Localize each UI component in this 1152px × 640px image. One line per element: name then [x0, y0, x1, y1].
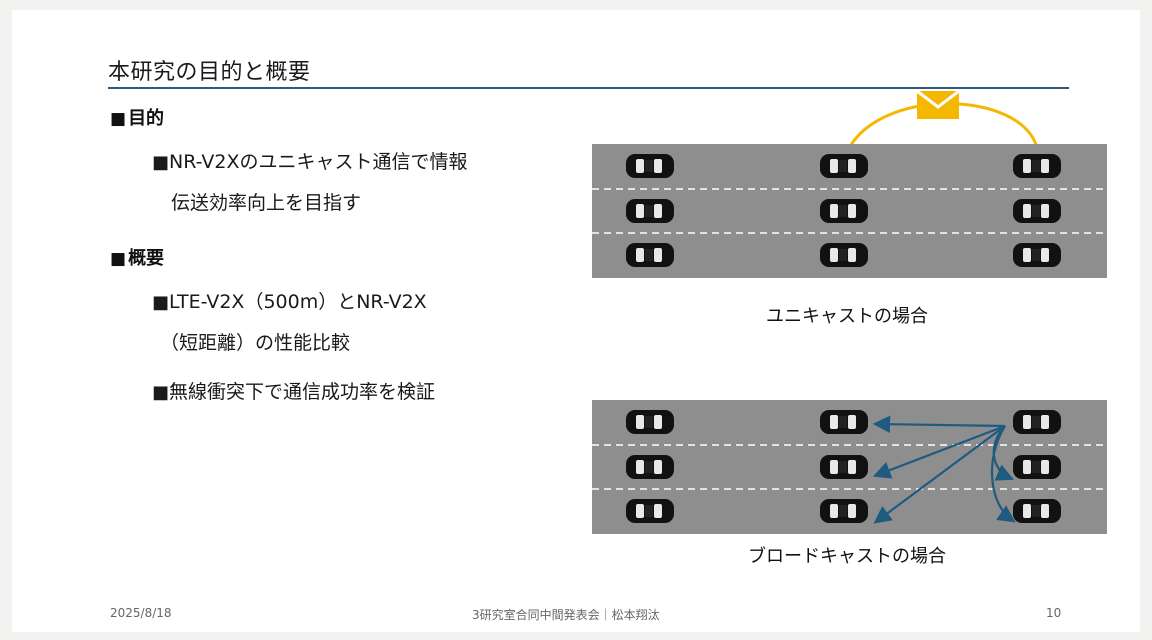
- bullet-comparison: ■LTE-V2X（500m）とNR-V2X （短距離）の性能比較: [152, 282, 427, 363]
- car-icon: [1013, 499, 1061, 523]
- bullet-square-icon: ■: [152, 152, 170, 173]
- heading-square-icon: ■: [110, 109, 127, 129]
- footer-presentation: 3研究室合同中間発表会｜松本翔汰: [472, 608, 660, 622]
- slide-title: 本研究の目的と概要: [108, 60, 311, 85]
- broadcast-arrow: [990, 425, 1016, 523]
- car-icon: [1013, 243, 1061, 267]
- bullet-line-2: 伝送効率向上を目指す: [171, 192, 362, 214]
- car-icon: [626, 154, 674, 178]
- car-icon: [820, 199, 868, 223]
- car-icon: [820, 243, 868, 267]
- footer-page-number: 10: [1046, 606, 1062, 620]
- unicast-figure: [592, 90, 1107, 278]
- title-underline: [108, 87, 1069, 89]
- car-icon: [626, 410, 674, 434]
- footer-date: 2025/8/18: [110, 606, 172, 620]
- heading-text: 概要: [128, 248, 165, 269]
- heading-text: 目的: [128, 108, 165, 129]
- bullet-line-1: 無線衝突下で通信成功率を検証: [169, 381, 436, 403]
- bullet-line-1: NR-V2Xのユニキャスト通信で情報: [169, 151, 468, 173]
- heading-square-icon: ■: [110, 249, 127, 269]
- car-icon: [1013, 199, 1061, 223]
- bullet-square-icon: ■: [152, 382, 170, 403]
- car-icon: [1013, 154, 1061, 178]
- car-icon: [626, 199, 674, 223]
- broadcast-arrow: [872, 424, 1006, 479]
- envelope-icon: [916, 90, 960, 119]
- car-icon: [820, 455, 868, 479]
- car-icon: [626, 455, 674, 479]
- broadcast-figure: [592, 400, 1107, 534]
- bullet-verification: ■無線衝突下で通信成功率を検証: [152, 372, 435, 413]
- bullet-line-2: （短距離）の性能比較: [160, 332, 351, 354]
- section-heading-overview: ■概要: [110, 244, 164, 270]
- car-icon: [626, 499, 674, 523]
- car-icon: [626, 243, 674, 267]
- bullet-square-icon: ■: [152, 292, 170, 313]
- car-icon: [1013, 410, 1061, 434]
- section-heading-purpose: ■目的: [110, 104, 164, 130]
- car-icon: [1013, 455, 1061, 479]
- unicast-caption: ユニキャストの場合: [766, 306, 928, 327]
- car-icon: [820, 154, 868, 178]
- slide: 本研究の目的と概要 ■目的 ■NR-V2Xのユニキャスト通信で情報 伝送効率向上…: [12, 10, 1140, 632]
- car-icon: [820, 499, 868, 523]
- broadcast-arrow: [872, 415, 1006, 434]
- broadcast-caption: ブロードキャストの場合: [748, 546, 946, 567]
- car-icon: [820, 410, 868, 434]
- bullet-line-1: LTE-V2X（500m）とNR-V2X: [169, 291, 427, 313]
- bullet-purpose: ■NR-V2Xのユニキャスト通信で情報 伝送効率向上を目指す: [152, 142, 468, 223]
- broadcast-arrow: [873, 425, 1006, 524]
